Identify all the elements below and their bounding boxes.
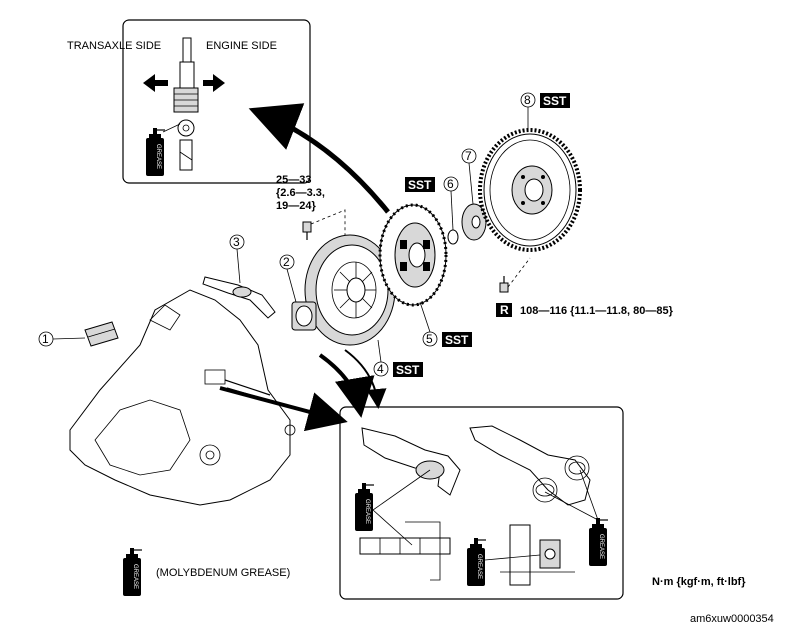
svg-text:8: 8	[524, 93, 531, 107]
bolt-icon	[302, 221, 312, 240]
torque-spec-upper-3: 19—24}	[276, 200, 316, 212]
grease-can-icon: GREASE	[588, 517, 609, 567]
inset-lubrication-points: GREASE GREASE GREASE	[339, 406, 624, 600]
svg-text:SST: SST	[408, 178, 432, 192]
sst-badge	[405, 177, 435, 192]
torque-spec-lower: 108—116 {11.1—11.8, 80—85}	[520, 305, 674, 317]
fork-bush	[84, 321, 119, 347]
svg-text:5: 5	[426, 332, 433, 346]
svg-text:4: 4	[377, 362, 384, 376]
callout-3: 3	[229, 234, 245, 284]
callout-5: 5 SST	[419, 301, 472, 347]
left-arrow-icon	[143, 74, 168, 92]
grease-can-icon: GREASE	[122, 547, 143, 597]
release-bearing	[291, 301, 317, 331]
figure-code: am6xuw0000354	[690, 613, 774, 625]
callout-4: 4 SST	[373, 339, 423, 377]
clutch-disc	[378, 203, 448, 307]
callout-7: 7	[461, 148, 477, 205]
svg-text:GREASE: GREASE	[364, 499, 370, 524]
sst-badge	[540, 93, 570, 108]
bolt-icon	[499, 276, 509, 293]
right-arrow-icon	[203, 74, 225, 92]
svg-text:SST: SST	[396, 363, 420, 377]
molybdenum-grease-label: (MOLYBDENUM GREASE)	[156, 567, 290, 579]
transaxle-side-label: TRANSAXLE SIDE	[67, 40, 161, 52]
svg-text:GREASE: GREASE	[476, 554, 482, 579]
release-fork	[202, 276, 276, 319]
inset-release-collar: TRANSAXLE SIDE ENGINE SIDE GREASE	[67, 19, 311, 184]
callout-6: SST 6	[405, 176, 459, 231]
callout-2: 2	[279, 254, 297, 303]
flywheel	[478, 128, 582, 252]
engine-side-label: ENGINE SIDE	[206, 40, 277, 52]
svg-text:GREASE: GREASE	[155, 144, 161, 169]
inset-arrow	[248, 103, 390, 214]
torque-spec-upper-1: 25—33	[276, 174, 311, 186]
svg-text:GREASE: GREASE	[598, 534, 604, 559]
torque-spec-upper-2: {2.6—3.3,	[276, 187, 325, 199]
svg-text:2: 2	[283, 255, 290, 269]
sst-badge	[442, 332, 472, 347]
sst-badge	[393, 362, 423, 377]
units-label: N·m {kgf·m, ft·lbf}	[652, 576, 746, 588]
grease-can-icon: GREASE	[354, 482, 375, 532]
svg-text:R: R	[500, 303, 509, 317]
svg-text:SST: SST	[445, 333, 469, 347]
svg-text:SST: SST	[543, 94, 567, 108]
callout-1: 1	[38, 331, 86, 347]
svg-text:7: 7	[465, 149, 472, 163]
svg-text:1: 1	[42, 332, 49, 346]
svg-text:GREASE: GREASE	[132, 564, 138, 589]
grease-can-icon: GREASE	[466, 537, 487, 587]
svg-text:6: 6	[447, 177, 454, 191]
svg-text:3: 3	[233, 235, 240, 249]
pilot-bearing	[447, 229, 459, 245]
r-mark	[496, 303, 512, 317]
grease-can-icon: GREASE	[145, 127, 166, 177]
callout-8: 8 SST	[520, 92, 570, 130]
transaxle-case	[69, 289, 296, 506]
